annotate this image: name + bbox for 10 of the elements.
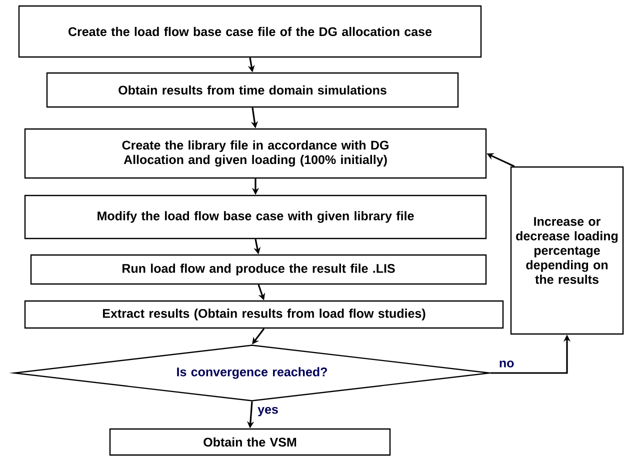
process-box: Extract results (Obtain results from load flow studies)	[24, 300, 504, 329]
process-box: Run load flow and produce the result file .LIS	[30, 254, 487, 285]
process-box: Obtain results from time domain simulations	[46, 72, 459, 108]
process-box: Create the library file in accordance with DG Allocation and given loading (100% initially)	[24, 128, 487, 179]
process-box: Modify the load flow base case with given library file	[24, 194, 487, 240]
edge-label: yes	[258, 406, 278, 416]
process-box: Increase or decrease loading percentage depending on the results	[510, 166, 624, 335]
edge-label: no	[500, 360, 514, 368]
process-box: Create the load flow base case file of the DG allocation case	[18, 5, 482, 58]
process-box: Obtain the VSM	[109, 428, 391, 456]
